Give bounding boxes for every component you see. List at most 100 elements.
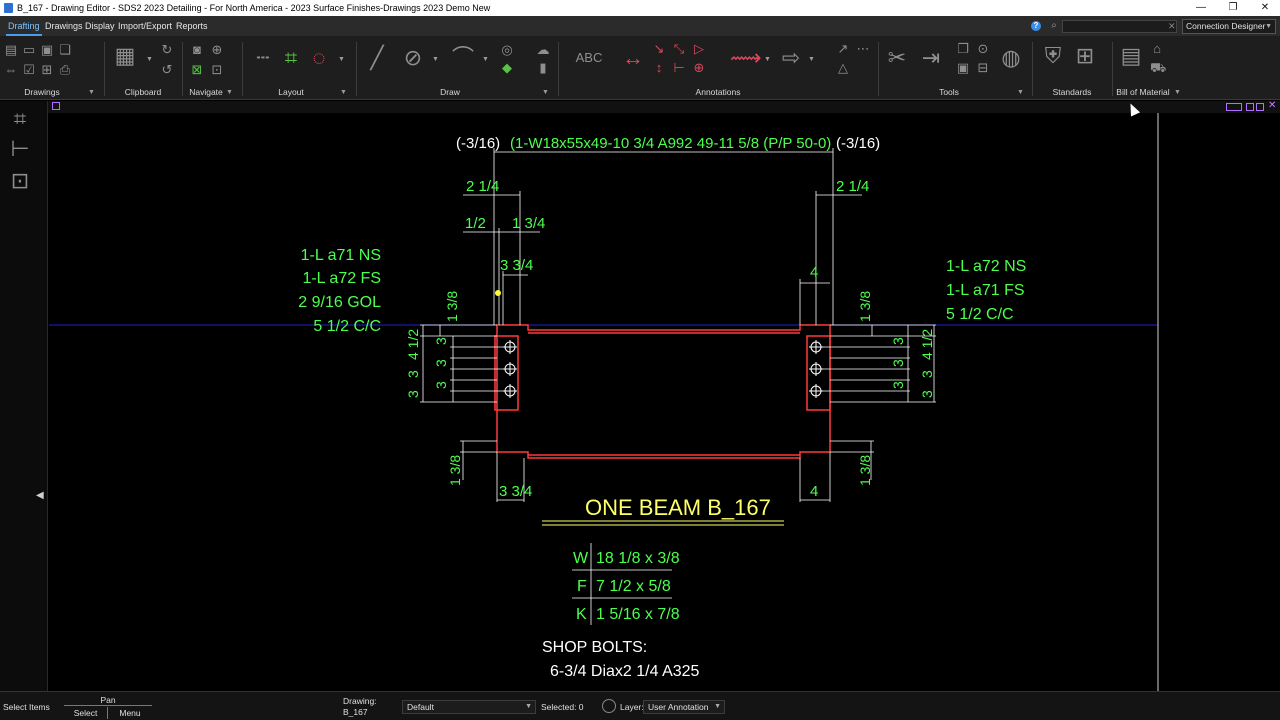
collapse-arrow-icon[interactable]: ◀	[36, 490, 44, 501]
tab-display[interactable]: Display	[85, 21, 115, 31]
tab-drafting[interactable]: Drafting	[6, 16, 42, 36]
search-tool-icon[interactable]: ⊙	[977, 41, 989, 56]
left-palette: ⌗ ⊢ ⊡ ◀	[0, 101, 48, 691]
dim-left-3-d: 3	[405, 370, 421, 378]
layer-icon[interactable]	[602, 699, 616, 713]
table-value-w: 18 1/8 x 3/8	[596, 550, 680, 567]
chevron-down-icon[interactable]: ▼	[482, 56, 489, 63]
tag-icon[interactable]: ⌂	[1153, 41, 1161, 56]
add-shield-icon[interactable]: ⊞	[1075, 43, 1095, 68]
layer-select[interactable]: User Annotation ▼	[643, 700, 725, 714]
layout-tool-icon[interactable]: ⊡	[10, 168, 30, 193]
connection-designer-select[interactable]: Connection Designer ▼	[1182, 19, 1276, 34]
view-select[interactable]: Default ▼	[402, 700, 536, 714]
tag-tool-icon[interactable]: ⌗	[13, 106, 27, 131]
text-abc-icon[interactable]: ABC	[575, 50, 603, 65]
snap-grid-icon[interactable]: ⌗	[284, 45, 298, 70]
zoom-window-icon[interactable]: ⊡	[211, 62, 223, 77]
triangle-icon[interactable]: △	[838, 60, 848, 75]
dimension-tool-icon[interactable]: ⊢	[10, 136, 30, 161]
clear-search-icon[interactable]: ✕	[1168, 21, 1176, 31]
maximize-view-icon[interactable]	[1256, 103, 1264, 111]
cut-icon[interactable]: ✂	[887, 45, 907, 70]
view-tab-icon[interactable]	[52, 102, 60, 110]
arrow-icon[interactable]: ↗	[837, 41, 849, 56]
redo-icon[interactable]: ↻	[161, 42, 173, 57]
save-icon[interactable]: ▣	[40, 42, 54, 57]
chevron-down-icon[interactable]: ▼	[338, 56, 345, 63]
undo-icon[interactable]: ↺	[161, 62, 173, 77]
close-view-icon[interactable]: ✕	[1268, 100, 1277, 111]
dimension-vertical-icon[interactable]: ↕	[655, 60, 663, 75]
cloud-icon[interactable]: ☁	[536, 42, 550, 57]
line-icon[interactable]: ╱	[370, 45, 384, 70]
help-icon[interactable]: ?	[1031, 21, 1041, 31]
grid-icon[interactable]: ⊞	[41, 62, 53, 77]
circle-icon[interactable]: ⊘	[403, 45, 423, 70]
weld-marker-icon[interactable]: ▷	[694, 41, 704, 56]
measure-icon[interactable]: ◍	[1001, 45, 1021, 70]
minimize-button[interactable]: —	[1196, 2, 1206, 13]
chevron-down-icon[interactable]: ▼	[1174, 89, 1181, 96]
paste-icon[interactable]: ▦	[114, 43, 136, 68]
tab-import-export[interactable]: Import/Export	[118, 21, 173, 31]
section-marker-icon[interactable]: ⇨	[781, 45, 801, 70]
copy-icon[interactable]: ❐	[957, 41, 969, 56]
zoom-extents-icon[interactable]: ⊠	[191, 62, 203, 77]
erase-icon[interactable]: ⇔	[4, 62, 18, 77]
chevron-down-icon[interactable]: ▼	[808, 56, 815, 63]
close-button[interactable]: ✕	[1260, 2, 1270, 13]
title-bar: B_167 - Drawing Editor - SDS2 2023 Detai…	[0, 0, 1280, 16]
ribbon-group-label: Bill of Material	[1116, 87, 1170, 97]
chevron-down-icon: ▼	[714, 703, 721, 710]
lock-icon[interactable]: ⊟	[977, 60, 989, 75]
chevron-down-icon[interactable]: ▼	[1017, 89, 1024, 96]
construction-line-icon[interactable]: ┄	[256, 45, 270, 70]
zoom-icon[interactable]: ⊕	[211, 42, 223, 57]
leader-icon[interactable]: ↘	[653, 41, 665, 56]
chevron-down-icon[interactable]: ▼	[764, 56, 771, 63]
restore-button[interactable]: ❐	[1228, 2, 1238, 13]
ribbon-separator	[182, 42, 183, 96]
tab-drawings[interactable]: Drawings	[45, 21, 83, 31]
target-icon[interactable]: ⊕	[693, 60, 705, 75]
ellipse-icon[interactable]: ◎	[501, 42, 513, 57]
tab-reports[interactable]: Reports	[176, 21, 208, 31]
chevron-down-icon[interactable]: ▼	[542, 89, 549, 96]
arc-icon[interactable]: ⌒	[451, 45, 474, 70]
bill-of-material-icon[interactable]: ▤	[1120, 43, 1142, 68]
export-icon[interactable]: ⇥	[921, 45, 941, 70]
search-input[interactable]	[1062, 20, 1177, 33]
drawing-canvas[interactable]: 2 1/4 1/2 1 3/4 3 3/4 2 1/4 4 3 3/4 4 1 …	[49, 113, 1280, 691]
image-icon[interactable]: ▣	[956, 60, 970, 75]
chevron-down-icon[interactable]: ▼	[146, 56, 153, 63]
chevron-down-icon[interactable]: ▼	[226, 89, 233, 96]
label-icon[interactable]: ⋯	[856, 41, 870, 56]
drawing-value: B_167	[343, 707, 368, 717]
dimension-icon[interactable]: ↔	[622, 45, 644, 70]
leader-angled-icon[interactable]: ⤡	[673, 41, 685, 56]
split-view-icon[interactable]	[1246, 103, 1254, 111]
print-icon[interactable]: ⎙	[59, 62, 71, 77]
tile-views-icon[interactable]	[1226, 103, 1242, 111]
ribbon-group-label: Navigate	[189, 87, 223, 97]
shield-icon[interactable]: ⛨	[1044, 43, 1062, 68]
drawing-label: Drawing:	[343, 696, 377, 706]
fill-icon[interactable]: ◆	[502, 60, 512, 75]
construction-circle-icon[interactable]: ◌	[312, 45, 326, 70]
chevron-down-icon[interactable]: ▼	[88, 89, 95, 96]
marker-icon[interactable]: ▮	[539, 60, 547, 75]
chevron-down-icon[interactable]: ▼	[340, 89, 347, 96]
truck-icon[interactable]: ⛟	[1150, 60, 1167, 75]
check-drawing-icon[interactable]: ☑	[23, 62, 35, 77]
weld-symbol-icon[interactable]: ⟿	[730, 45, 762, 70]
dimension-offset-icon[interactable]: ⊢	[673, 60, 685, 75]
dim-bottom-right-4: 4	[810, 483, 818, 500]
copy-drawing-icon[interactable]: ❏	[59, 42, 71, 57]
dim-left-3-3-4: 3 3/4	[500, 257, 533, 274]
camera-icon[interactable]: ◙	[193, 42, 201, 57]
open-drawing-icon[interactable]: ▤	[4, 42, 18, 57]
folder-icon[interactable]: ▭	[22, 42, 36, 57]
dim-right-2-1-4: 2 1/4	[836, 178, 869, 195]
chevron-down-icon[interactable]: ▼	[432, 56, 439, 63]
